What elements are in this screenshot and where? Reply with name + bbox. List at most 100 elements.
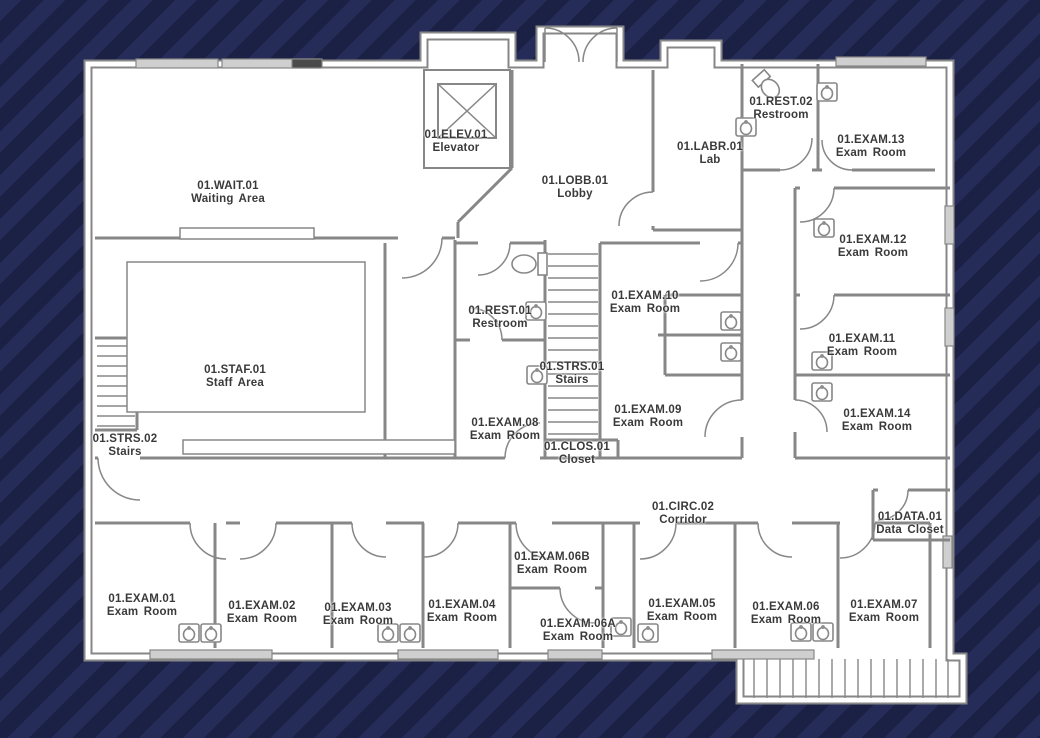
room-code: 01.DATA.01 xyxy=(877,511,943,524)
door-arc xyxy=(821,139,853,171)
room-name: Exam Room xyxy=(226,613,298,625)
window-bar xyxy=(944,205,955,245)
room-code: 01.EXAM.02 xyxy=(228,600,296,613)
window-bar xyxy=(835,56,927,67)
room-code: 01.EXAM.01 xyxy=(108,593,176,606)
room-name: Stairs xyxy=(108,446,142,458)
door-arc xyxy=(189,522,227,560)
room-name: Exam Room xyxy=(516,564,588,576)
door-arc xyxy=(239,522,277,560)
stairs-treads-exterior xyxy=(753,659,949,698)
reception-counter xyxy=(179,227,315,240)
door-arc xyxy=(839,522,876,559)
room-name: Restroom xyxy=(753,109,809,121)
room-name: Exam Room xyxy=(469,430,541,442)
room-name: Exam Room xyxy=(609,303,681,315)
corridor-ledge xyxy=(182,439,456,455)
room-code: 01.STRS.02 xyxy=(92,433,158,446)
room-code: 01.STAF.01 xyxy=(204,364,266,377)
toilet-icon xyxy=(751,68,781,99)
toilet-icon xyxy=(511,252,548,276)
room-code: 01.EXAM.04 xyxy=(428,599,496,612)
door-arc xyxy=(97,457,141,501)
stairs-treads-strs02 xyxy=(97,345,135,427)
room-code: 01.EXAM.03 xyxy=(324,602,392,615)
door-arc xyxy=(699,242,739,282)
room-name: Exam Room xyxy=(835,147,907,159)
window-bar xyxy=(547,649,603,660)
window-bar xyxy=(711,649,815,660)
room-code: 01.EXAM.07 xyxy=(850,599,918,612)
room-name: Exam Room xyxy=(426,612,498,624)
room-name: Exam Room xyxy=(826,346,898,358)
room-name: Stairs xyxy=(555,374,589,386)
room-code: 01.REST.01 xyxy=(468,305,532,318)
door-arc xyxy=(559,587,596,624)
room-code: 01.STRS.01 xyxy=(539,361,605,374)
room-code: 01.REST.02 xyxy=(749,96,813,109)
room-name: Exam Room xyxy=(750,614,822,626)
sink-icon xyxy=(811,382,833,402)
room-name: Corridor xyxy=(659,514,707,526)
sink-icon xyxy=(720,311,742,331)
building-outline-inner xyxy=(85,27,966,703)
room-code: 01.EXAM.14 xyxy=(843,408,911,421)
room-name: Exam Room xyxy=(612,417,684,429)
room-code: 01.EXAM.11 xyxy=(828,333,896,346)
sink-icon xyxy=(399,623,421,643)
sink-icon xyxy=(178,623,200,643)
door-arc xyxy=(618,191,654,227)
room-name: Exam Room xyxy=(646,611,718,623)
door-arc xyxy=(704,399,743,438)
room-code: 01.ELEV.01 xyxy=(424,129,488,142)
room-name: Elevator xyxy=(432,142,480,154)
elevator-x-icon xyxy=(423,69,511,169)
room-code: 01.LABR.01 xyxy=(677,141,743,154)
room-code: 01.EXAM.05 xyxy=(648,598,716,611)
room-code: 01.EXAM.06 xyxy=(752,601,820,614)
door-arc xyxy=(639,522,677,560)
staff-area-counter xyxy=(126,261,366,413)
room-name: Staff Area xyxy=(206,377,264,389)
room-code: 01.EXAM.08 xyxy=(471,417,539,430)
room-code: 01.EXAM.12 xyxy=(839,234,907,247)
sink-icon xyxy=(813,218,835,238)
door-arc xyxy=(877,489,909,521)
room-name: Restroom xyxy=(472,318,528,330)
double-door-entrance-icon xyxy=(544,27,618,63)
room-code: 01.EXAM.06A xyxy=(540,618,616,631)
room-name: Exam Room xyxy=(837,247,909,259)
sink-icon xyxy=(720,342,742,362)
room-code: 01.EXAM.10 xyxy=(611,290,679,303)
window-bar xyxy=(291,58,323,69)
room-name: Closet xyxy=(558,454,596,466)
room-code: 01.WAIT.01 xyxy=(197,180,259,193)
window-bar xyxy=(944,307,955,347)
door-arc xyxy=(401,237,443,279)
door-arc xyxy=(504,422,541,459)
room-name: Exam Room xyxy=(848,612,920,624)
